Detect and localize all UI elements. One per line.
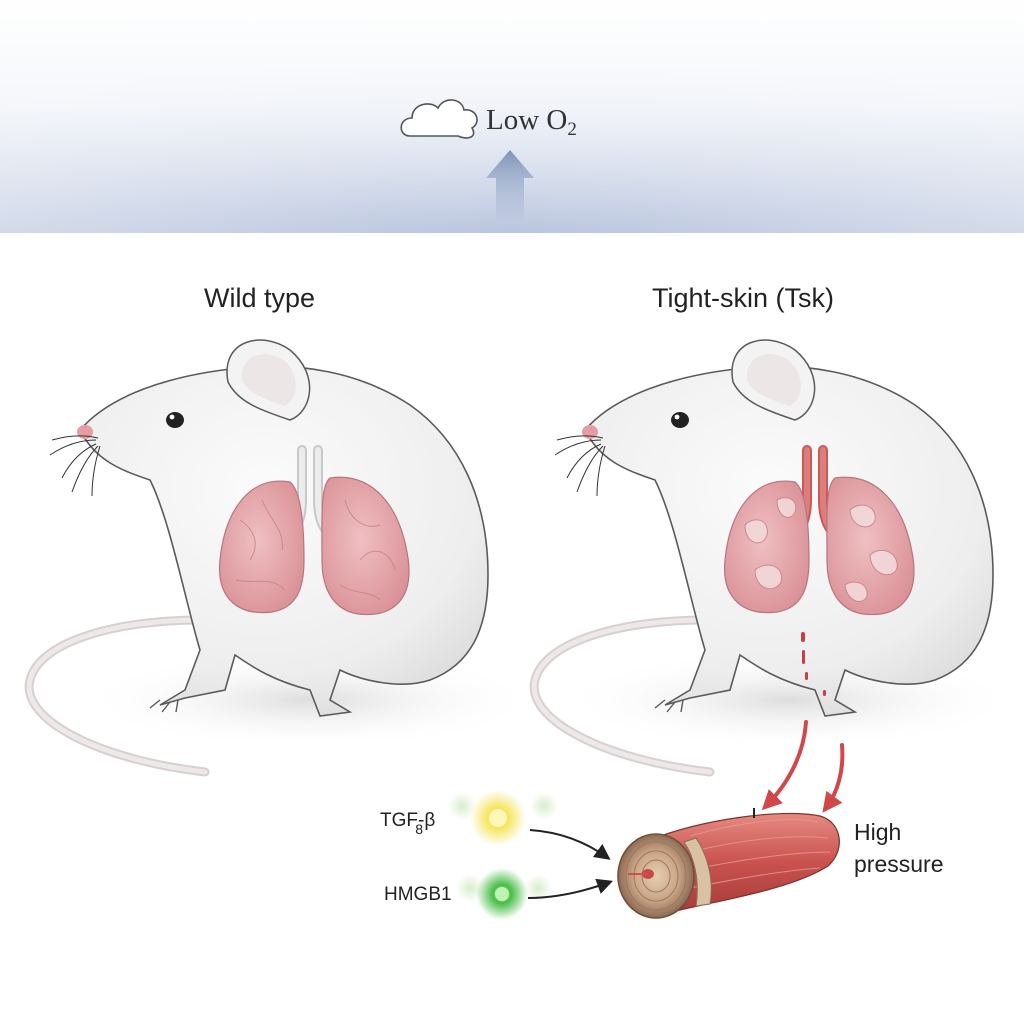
tsk-mouse [529,339,994,777]
fibrotic-lungs [723,445,915,616]
up-arrow-icon [486,150,534,220]
low-oxygen-label: Low O2 [486,104,577,141]
hmgb1-label: HMGB1 [384,884,452,905]
mouse-ear-inner [746,354,801,406]
tgf-beta-text: TGF-β [380,810,436,831]
red-arrow [822,743,845,813]
right-lung [826,476,915,616]
low-oxygen-text: Low O [486,104,568,136]
pressure-arrows [761,720,845,813]
mouse-ear-inner [241,354,296,406]
healthy-lungs [218,445,410,616]
low-oxygen-atmosphere [0,0,1024,233]
mouse-paw [654,699,684,713]
tgf-beta-signal [448,790,558,846]
blood-drips [801,632,826,696]
mouse-paw [149,699,179,713]
left-lung [218,480,305,614]
tgf-beta-label: TGF-β8 [380,810,435,837]
mouse-eye [671,412,689,428]
mouse-tail [531,617,713,775]
mouse-tail [26,617,208,775]
red-arrow [761,720,808,811]
mouse-eye [166,412,184,428]
wild-type-title: Wild type [204,283,316,313]
hmgb1-signal [456,868,552,920]
high-pressure-label: High pressure [854,816,943,880]
tgf-arrow [529,829,611,860]
high-pressure-line2: pressure [854,851,944,877]
wild-type-mouse [24,339,489,777]
tgf-beta-subscript: 8 [415,821,424,837]
mouse-whiskers [554,435,606,497]
right-lung [321,476,410,616]
pulmonary-vessel [617,808,840,919]
tsk-title: Tight-skin (Tsk) [652,283,835,313]
hmgb1-arrow [527,878,614,899]
cloud-icon [400,99,478,139]
oxygen-subscript: 2 [567,119,577,140]
mouse-whiskers [49,435,101,497]
high-pressure-line1: High [854,819,902,845]
